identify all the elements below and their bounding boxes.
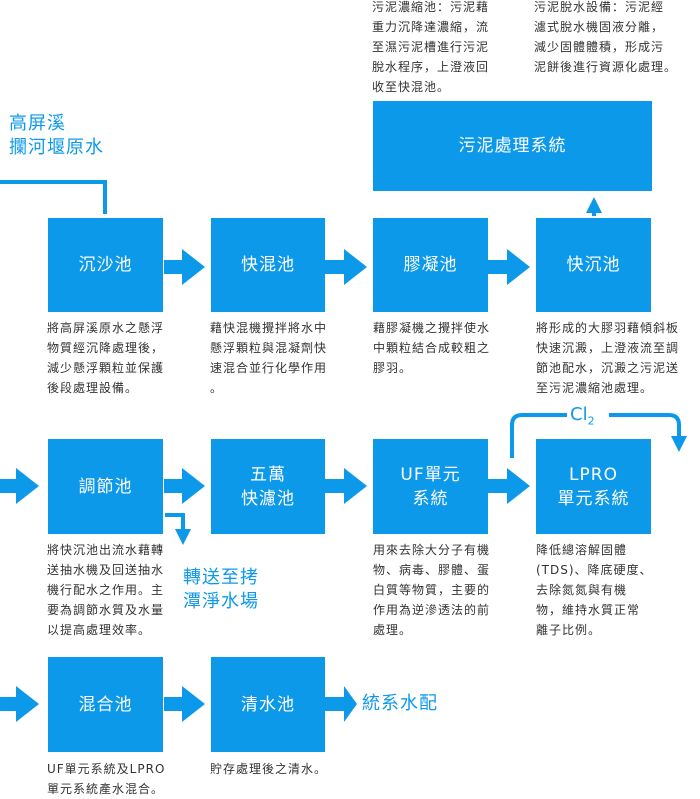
uf-unit-box: UF單元 系統 [373, 439, 488, 534]
mixing-basin-label: 混合池 [78, 694, 133, 715]
source-label: 高屏溪 攔河堰原水 [9, 113, 104, 158]
settle-basin-desc: 將形成的大膠羽藉傾斜板 快速沉澱，上澄液流至調 節池配水，沉澱之污泥送 至污泥濃… [536, 321, 680, 395]
floc-basin-desc: 藉膠凝機之攪拌使水 中顆粒結合成較粗之 膠羽。 [373, 321, 491, 375]
arrow-source-to-sand [0, 180, 107, 214]
rapid-mix-label: 快混池 [241, 255, 295, 275]
uf-unit-desc: 用來去除大分子有機 物、病毒、膠體、蛋 白質等物質，主要的 作用為逆滲透法的前 … [373, 543, 491, 637]
lpro-unit-desc: 降低總溶解固體 (TDS)、降底硬度、 去除氮氮與有機 物，維持水質正常 離子比… [536, 543, 653, 637]
clear-water-box: 清水池 [211, 657, 325, 752]
sludge-desc-right: 污泥脫水設備：污泥經 濾式脫水機固液分離， 減少固體體積，形成污 泥餅後進行資源… [534, 0, 678, 74]
arrow-mix-to-clear [164, 686, 205, 722]
arrow-in-mix [0, 686, 39, 722]
mixing-basin-box: 混合池 [48, 657, 163, 752]
clear-water-label: 清水池 [241, 694, 295, 715]
arrow-regulate-to-transfer [165, 513, 191, 545]
uf-unit-label-2: 系統 [412, 488, 449, 509]
floc-basin-box: 膠凝池 [373, 218, 488, 312]
arrow-wanwan-to-uf [325, 468, 367, 504]
transfer-label: 轉送至拷 潭淨水場 [183, 567, 259, 612]
arrow-floc-to-settle [488, 249, 530, 285]
sand-basin-label: 沉沙池 [78, 255, 133, 275]
arrow-regulate-to-wanwan [164, 468, 205, 504]
settle-basin-label: 快沉池 [566, 255, 621, 275]
lpro-unit-label-1: LPRO [569, 464, 618, 485]
lpro-unit-label-2: 單元系統 [557, 488, 630, 509]
sand-basin-box: 沉沙池 [48, 218, 163, 312]
arrow-cl2-loop [510, 413, 567, 458]
rapid-mix-box: 快混池 [211, 218, 325, 312]
regulating-basin-label: 調節池 [78, 476, 133, 497]
distribution-label: 統系水配 [362, 693, 438, 714]
arrow-cl2-loop-right [609, 413, 687, 452]
sludge-system-box: 污泥處理系統 [373, 101, 652, 191]
lpro-unit-box: LPRO 單元系統 [536, 439, 651, 534]
uf-unit-label-1: UF單元 [400, 464, 461, 485]
wanwan-filter-label-1: 五萬 [250, 464, 286, 485]
sludge-desc-left: 污泥濃縮池：污泥藉 重力沉降達濃縮，流 至濕污泥槽進行污泥 脫水程序，上澄液回 … [372, 0, 490, 94]
floc-basin-label: 膠凝池 [403, 255, 458, 275]
arrow-rapidmix-to-floc [325, 249, 367, 285]
arrow-uf-to-lpro [488, 468, 530, 504]
wanwan-filter-label-2: 快濾池 [241, 488, 295, 509]
arrow-in-regulate [0, 468, 39, 504]
regulating-basin-box: 調節池 [48, 439, 163, 534]
settle-basin-box: 快沉池 [536, 218, 651, 312]
clear-water-desc: 貯存處理後之清水。 [210, 762, 328, 776]
sludge-system-label: 污泥處理系統 [458, 136, 567, 156]
sand-basin-desc: 將高屏溪原水之懸浮 物質經沉降處理後， 減少懸浮顆粒並保護 後段處理設備。 [47, 321, 165, 395]
rapid-mix-desc: 藉快混機攪拌將水中 懸浮顆粒與混凝劑快 速混合並行化學作用 。 [210, 321, 328, 395]
regulating-basin-desc: 將快沉池出流水藉轉 送抽水機及回送抽水 機行配水之作用。主 要為調節水質及水量 … [47, 543, 165, 637]
cl2-label: Cl2 [570, 404, 595, 428]
wanwan-filter-box: 五萬 快濾池 [211, 439, 325, 534]
mixing-basin-desc: UF單元系統及LPRO 單元系統產水混合。 [47, 762, 166, 796]
arrow-clear-to-dist [325, 686, 357, 722]
arrow-sand-to-rapidmix [164, 249, 205, 285]
